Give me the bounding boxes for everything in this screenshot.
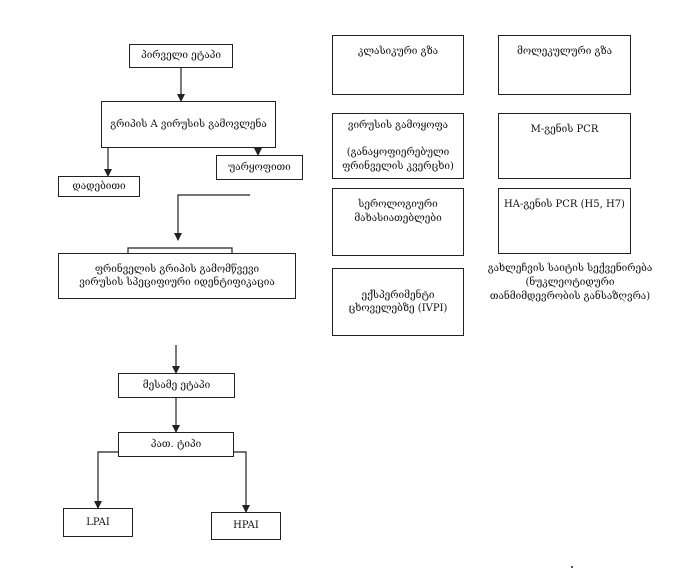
pathotype-box: პათ. ტიპი (118, 432, 234, 457)
virus-isolation-box: ვირუსის გამოყოფა (განაყოფიერებული ფრინვე… (332, 113, 464, 179)
arrow-pathotype-to-lpai (94, 451, 118, 509)
stage1-box: პირველი ეტაპი (129, 44, 233, 68)
classic-path-header-box: კლასიკური გზა (332, 35, 464, 95)
detect-influenza-a-box: გრიპის A ვირუსის გამოვლენა (101, 101, 276, 148)
arrow-negative-to-identify (174, 194, 250, 241)
serology-box: სეროლოგიური მახასიათებლები (332, 188, 464, 256)
positive-box: დადებითი (58, 176, 140, 197)
stage3-box: მესამე ეტაპი (118, 373, 235, 398)
lpai-box: LPAI (63, 508, 133, 537)
ivpi-box: ექსპერიმენტი ცხოველებზე (IVPI) (332, 268, 464, 336)
identify-top-bracket (127, 247, 233, 253)
arrow-pathotype-to-hpai (234, 451, 250, 513)
hpai-box: HPAI (211, 512, 281, 540)
scan-speck (571, 566, 573, 568)
cleavage-site-sequencing-text: გახლეჩვის საიტის სექვენირება (ნუკლეოტიდუ… (487, 263, 653, 302)
ha-gene-pcr-box: HA-გენის PCR (H5, H7) (498, 188, 631, 254)
negative-box: უარყოფითი (216, 155, 303, 180)
m-gene-pcr-box: M-გენის PCR (498, 113, 631, 179)
molecular-path-header-box: მოლეკულური გზა (498, 35, 631, 95)
identification-box: ფრინველის გრიპის გამომწვევი ვირუსის სპეც… (58, 253, 296, 299)
